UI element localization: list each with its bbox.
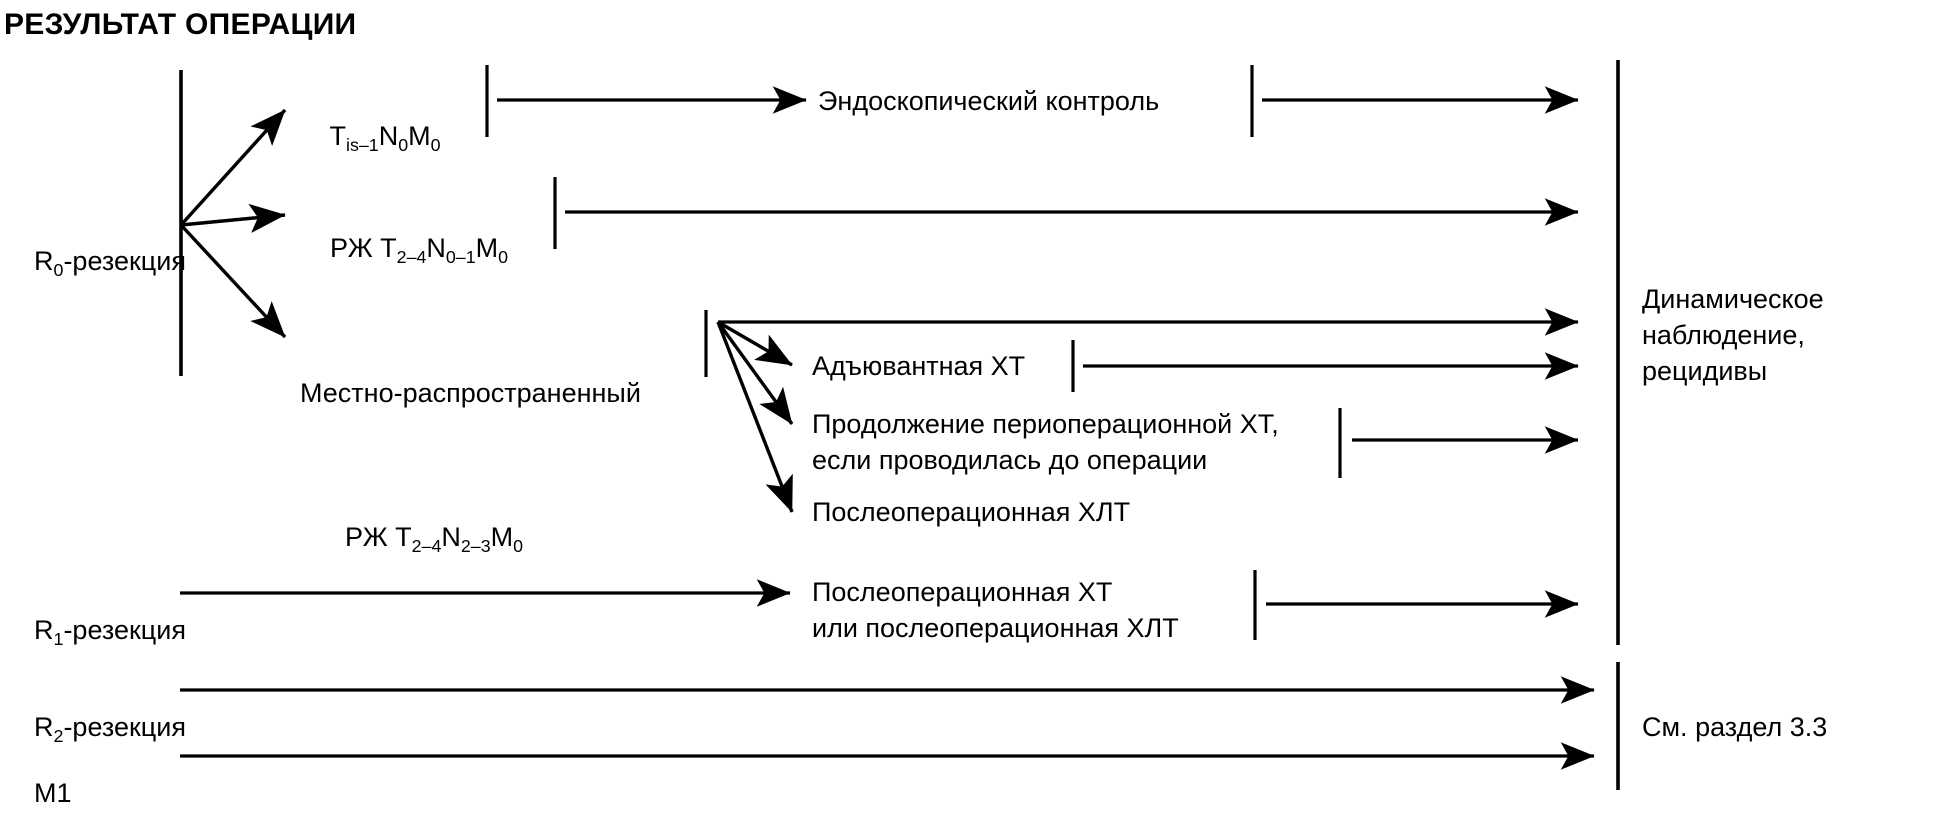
rzh2-part-m: M [490,522,514,552]
node-r0-suffix: -резекция [63,246,186,276]
node-r2-subscript: 2 [53,725,64,746]
node-perioperative-ct[interactable]: Продолжение периоперационной ХТ, если пр… [812,409,1279,475]
node-r1-resection[interactable]: R1-резекция [4,576,186,687]
node-rzh-t24-n01-m0[interactable]: РЖ T2–4N0–1M0 [300,194,508,305]
node-see-section[interactable]: См. раздел 3.3 [1642,712,1828,742]
node-postop-chrt[interactable]: Послеоперационная ХЛТ [812,497,1131,527]
tis-part-t-sub: is–1 [346,134,379,155]
rzh1-part-t: РЖ T [330,233,397,263]
arrow-to-perioperative-ct [716,321,794,425]
node-adjuvant-ct[interactable]: Адъювантная ХТ [812,351,1026,381]
node-dynamic-followup[interactable]: Динамическое наблюдение, рецидивы [1642,284,1824,386]
node-r1-suffix: -резекция [63,615,186,645]
tis-part-n: N [378,121,399,151]
rzh2-part-t-sub: 2–4 [411,535,442,556]
rzh2-part-m-sub: 0 [513,535,524,556]
locally-advanced-line2: РЖ T2–4N2–3M0 [300,483,641,594]
node-r1-prefix: R [34,615,54,645]
tis-part-m: M [408,121,431,151]
rzh1-part-m-sub: 0 [498,246,509,267]
rzh1-part-t-sub: 2–4 [396,246,427,267]
arrow-to-postop-chrt [716,321,794,513]
node-r0-prefix: R [34,246,54,276]
rzh1-part-m: M [475,233,499,263]
node-endoscopy-control[interactable]: Эндоскопический контроль [818,86,1160,116]
rzh2-part-n-sub: 2–3 [460,535,491,556]
tis-part-m-sub: 0 [430,134,441,155]
rzh1-part-n: N [426,233,446,263]
page-title: РЕЗУЛЬТАТ ОПЕРАЦИИ [4,8,357,41]
rzh2-part-t: РЖ T [345,522,412,552]
r0-branch-arrow-1 [179,108,287,227]
node-r0-subscript: 0 [53,259,64,280]
node-r2-suffix: -резекция [63,712,186,742]
r0-branch-arrow-2 [180,203,286,233]
node-r0-resection[interactable]: R0-резекция [4,207,186,318]
tis-part-n-sub: 0 [398,134,409,155]
node-postop-ct-or-chrt[interactable]: Послеоперационная ХТ или послеоперационн… [812,577,1179,643]
r0-branch-arrow-3 [179,223,287,339]
node-tis-n0-m0[interactable]: Tis–1N0M0 [300,82,441,193]
node-r1-subscript: 1 [53,628,64,649]
node-locally-advanced[interactable]: Местно-распространенный РЖ T2–4N2–3M0 [300,303,641,666]
tis-part-t: T [329,121,347,151]
node-r2-prefix: R [34,712,54,742]
node-r2-resection[interactable]: R2-резекция [4,673,186,784]
node-m1[interactable]: M1 [4,739,72,813]
rzh2-part-n: N [441,522,461,552]
rzh1-part-n-sub: 0–1 [445,246,476,267]
locally-advanced-line1: Местно-распространенный [300,378,641,408]
arrow-to-adjuvant-ct [717,320,793,367]
node-m1-prefix: M1 [34,778,72,808]
